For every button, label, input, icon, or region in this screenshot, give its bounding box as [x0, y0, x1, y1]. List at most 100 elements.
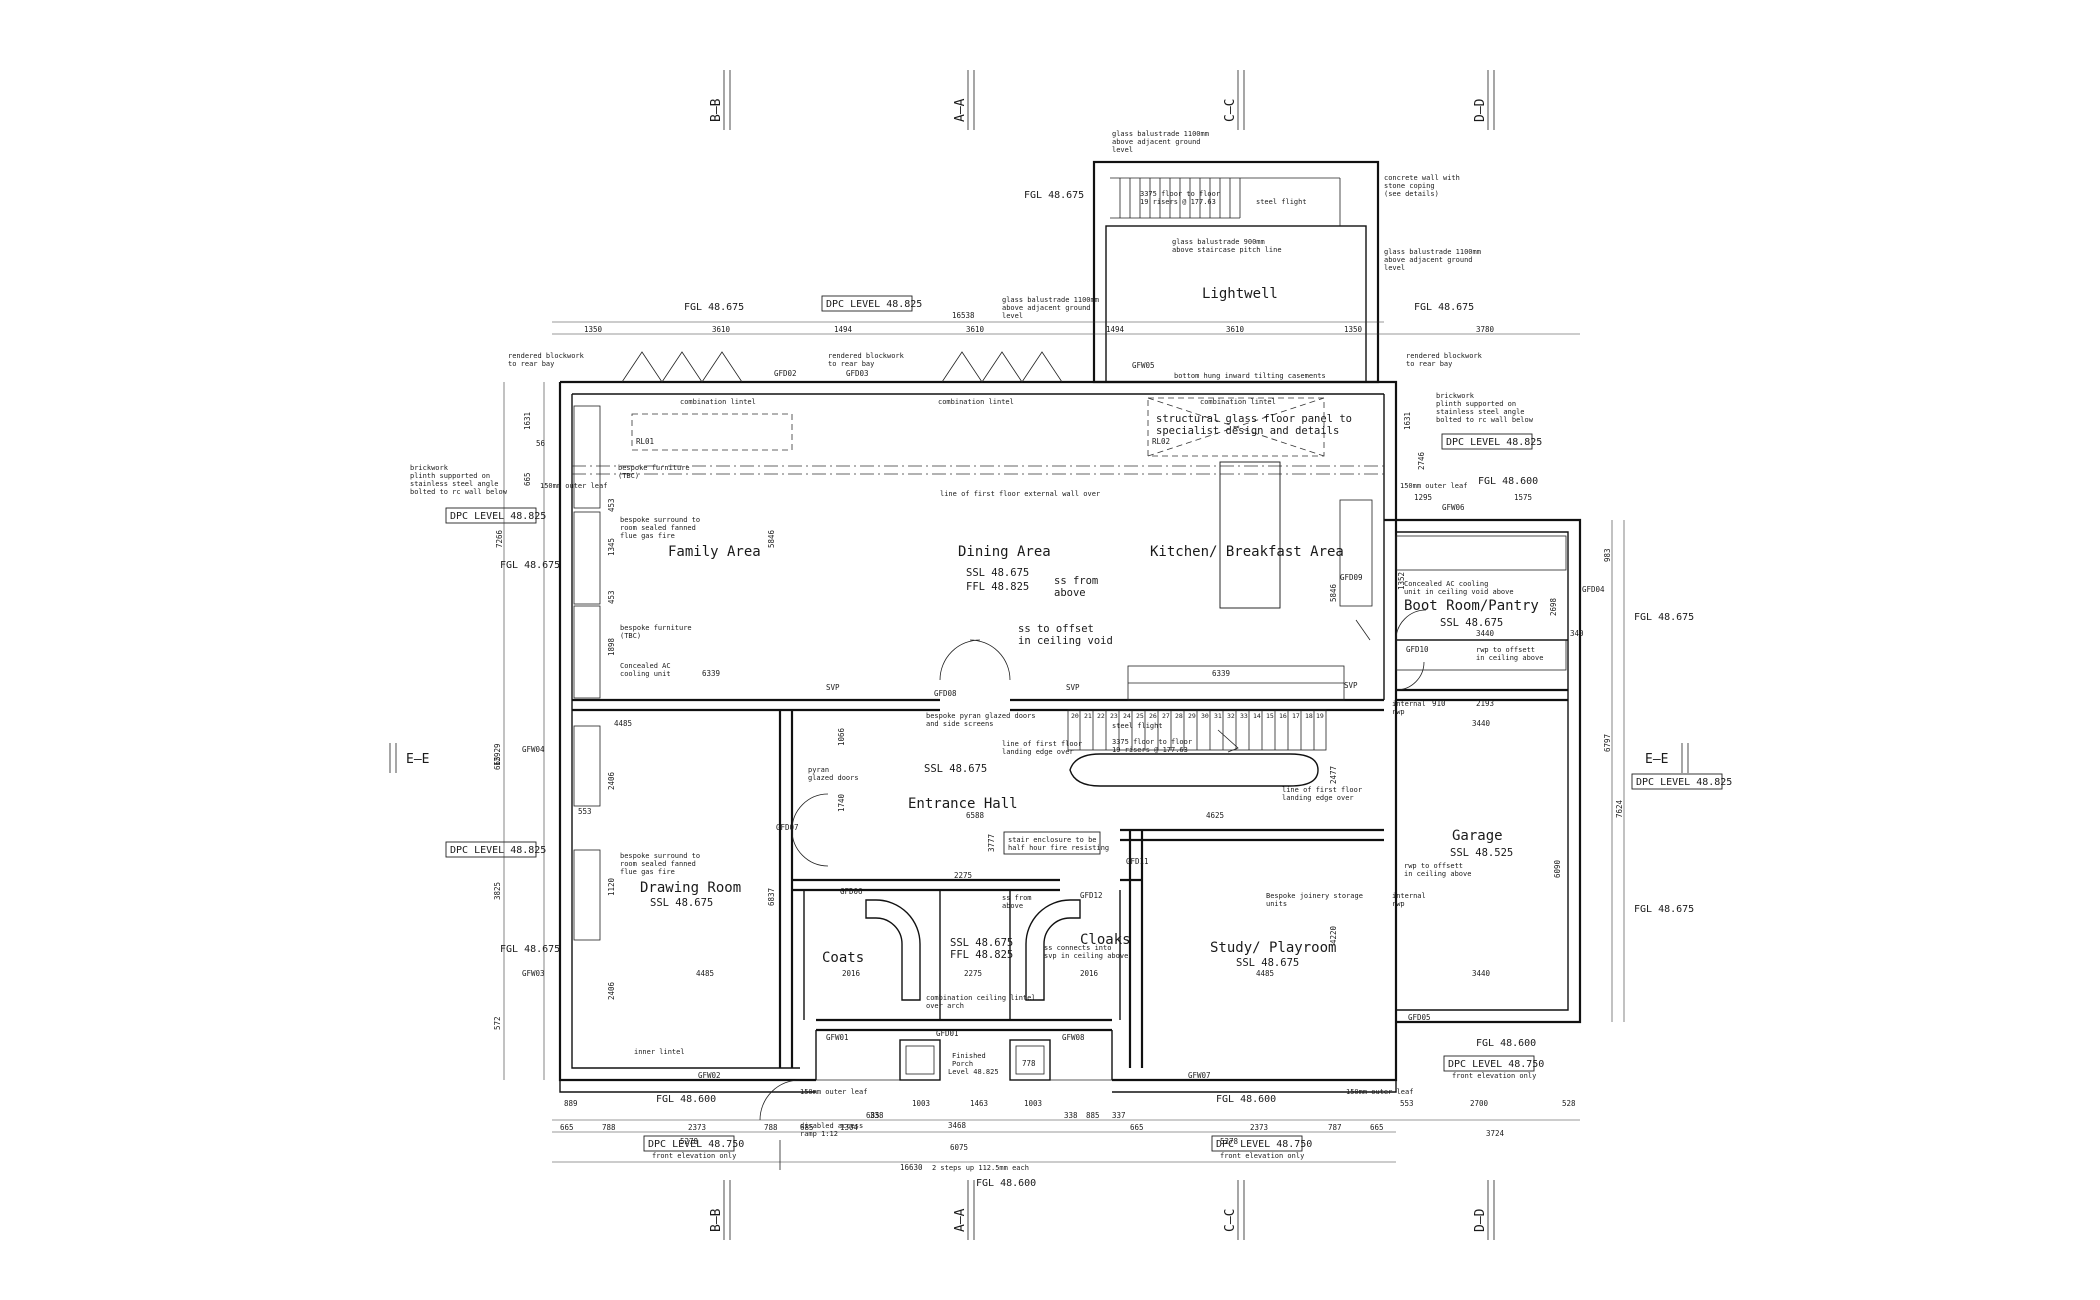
- dim-r-4220: 4220: [1329, 925, 1338, 944]
- dim-b-665c: 665: [1370, 1123, 1384, 1132]
- dim-3440a: 3440: [1476, 629, 1495, 638]
- dim-l-3825: 3825: [493, 882, 502, 900]
- note-outer-leaf-3: 150mm outer leaf: [800, 1088, 867, 1096]
- dim-l-12929: 12929: [493, 743, 502, 766]
- dim-top-overall: 16538: [952, 311, 975, 320]
- note-combination-lintel-2: combination lintel: [938, 398, 1014, 406]
- tag-gfw02: GFW02: [698, 1071, 721, 1080]
- stair-number: 15: [1266, 712, 1274, 720]
- stair-number: 26: [1149, 712, 1157, 720]
- dim-top-3610a: 3610: [712, 325, 731, 334]
- dim-l-1066: 1066: [837, 727, 846, 746]
- note-glass-balustrade-2b: above staircase pitch line: [1172, 246, 1282, 254]
- dim-1463: 1463: [970, 1099, 988, 1108]
- dim-l-453a: 453: [607, 498, 616, 512]
- stair-number: 23: [1110, 712, 1118, 720]
- front-elevation-only-1: front elevation only: [1452, 1072, 1536, 1080]
- dim-l-6837: 6837: [767, 888, 776, 906]
- note-internal-rwp: internal: [1392, 892, 1426, 900]
- dim-b-665b: 665: [1130, 1123, 1144, 1132]
- stair-number: 18: [1305, 712, 1313, 720]
- note-steel-flight: steel flight: [1256, 198, 1307, 206]
- tag-gfw05: GFW05: [1132, 361, 1155, 370]
- coats-ffl: FFL 48.825: [950, 949, 1013, 961]
- note-concrete-wall-3: (see details): [1384, 190, 1439, 198]
- note-bespoke-joinery-2: units: [1266, 900, 1287, 908]
- note-ac-boot-2: unit in ceiling void above: [1404, 588, 1514, 596]
- note-rendered-blockwork-left: rendered blockwork: [508, 352, 585, 360]
- stair-number: 20: [1071, 712, 1079, 720]
- note-ss-offset: ss to offset: [1018, 623, 1094, 635]
- tag-gfd05: GFD05: [1408, 1013, 1431, 1022]
- note-bespoke-surround-1c: flue gas fire: [620, 532, 675, 540]
- entrance-ssl: SSL 48.675: [924, 763, 987, 775]
- dim-3440b: 3440: [1472, 719, 1491, 728]
- note-rwp-garage: rwp to offsett: [1404, 862, 1463, 870]
- dim-b-5278a: 5278: [680, 1137, 699, 1146]
- note-brickwork-left-3: stainless steel angle: [410, 480, 499, 488]
- dim-r-340: 340: [1570, 629, 1584, 638]
- room-boot-room: Boot Room/Pantry: [1404, 598, 1539, 614]
- tag-gfd07: GFD07: [776, 823, 799, 832]
- dim-l-665b: 665: [493, 756, 502, 770]
- dim-b-338a: 338: [870, 1111, 884, 1120]
- note-rwp-boot: rwp to offsett: [1476, 646, 1535, 654]
- tag-svp-3: SVP: [1344, 681, 1358, 690]
- tag-gfd04: GFD04: [1582, 585, 1605, 594]
- note-stair-ground-2: 19 risers @ 177.63: [1112, 746, 1188, 754]
- dim-l-2406a: 2406: [607, 771, 616, 790]
- dim-top-1494a: 1494: [834, 325, 853, 334]
- dim-b-337: 337: [1112, 1111, 1126, 1120]
- tag-gfw03: GFW03: [522, 969, 545, 978]
- note-bespoke-furniture-2b: (TBC): [620, 632, 641, 640]
- stair-number: 14: [1253, 712, 1261, 720]
- dim-3440c: 3440: [1472, 969, 1491, 978]
- dimension-lines: [503, 321, 1625, 1163]
- fgl-right-mid: FGL 48.600: [1478, 476, 1538, 487]
- note-ss-from-above: ss from: [1054, 575, 1098, 587]
- dim-b-788a: 788: [602, 1123, 616, 1132]
- note-bespoke-furniture-top-2: (TBC): [618, 472, 639, 480]
- note-ss-offset-2: in ceiling void: [1018, 635, 1113, 647]
- room-kitchen: Kitchen/ Breakfast Area: [1150, 544, 1344, 560]
- stair-number: 22: [1097, 712, 1105, 720]
- note-stair-top-2: 19 risers @ 177.63: [1140, 198, 1216, 206]
- dim-6339b: 6339: [1212, 669, 1230, 678]
- note-bespoke-surround-2b: room sealed fanned: [620, 860, 696, 868]
- tag-svp-1: SVP: [826, 683, 840, 692]
- section-dd-top: D–D: [1473, 98, 1488, 122]
- dim-2275a: 2275: [954, 871, 972, 880]
- note-ss-from-above-4: above: [1002, 902, 1023, 910]
- dim-b-2373b: 2373: [1250, 1123, 1268, 1132]
- note-rendered-blockwork-mid-2: to rear bay: [828, 360, 874, 368]
- dining-ssl: SSL 48.675: [966, 567, 1029, 579]
- tag-gfd03: GFD03: [846, 369, 869, 378]
- note-disabled-access-2: ramp 1:12: [800, 1130, 838, 1138]
- stair-number: 24: [1123, 712, 1131, 720]
- fgl-lightwell-top: FGL 48.675: [1024, 190, 1084, 201]
- section-ee-left: E–E: [406, 752, 429, 767]
- tag-gfd01: GFD01: [936, 1029, 959, 1038]
- tag-gfw04: GFW04: [522, 745, 545, 754]
- note-brickwork-left-2: plinth supported on: [410, 472, 490, 480]
- note-casements: bottom hung inward tilting casements: [1174, 372, 1326, 380]
- dining-ffl: FFL 48.825: [966, 581, 1029, 593]
- dim-4485a: 4485: [614, 719, 632, 728]
- note-glass-balustrade-2: glass balustrade 900mm: [1172, 238, 1265, 246]
- room-family-area: Family Area: [668, 544, 761, 560]
- dim-r-1575: 1575: [1514, 493, 1532, 502]
- tag-rl02: RL02: [1152, 437, 1170, 446]
- note-landing-2: line of first floor: [1282, 786, 1362, 794]
- dim-r-2746: 2746: [1417, 451, 1426, 470]
- dim-778: 778: [1022, 1059, 1036, 1068]
- stair-number: 29: [1188, 712, 1196, 720]
- dim-2275b: 2275: [964, 969, 982, 978]
- dpc-bottom-left: DPC LEVEL 48.750: [648, 1139, 744, 1150]
- tag-gfd12: GFD12: [1080, 891, 1103, 900]
- note-structural-glass: structural glass floor panel to: [1156, 413, 1352, 425]
- dim-r-1631: 1631: [1403, 412, 1412, 430]
- note-outer-leaf-1: 150mm outer leaf: [540, 482, 607, 490]
- note-ss-from-above-2: above: [1054, 587, 1086, 599]
- boot-ssl: SSL 48.675: [1440, 617, 1503, 629]
